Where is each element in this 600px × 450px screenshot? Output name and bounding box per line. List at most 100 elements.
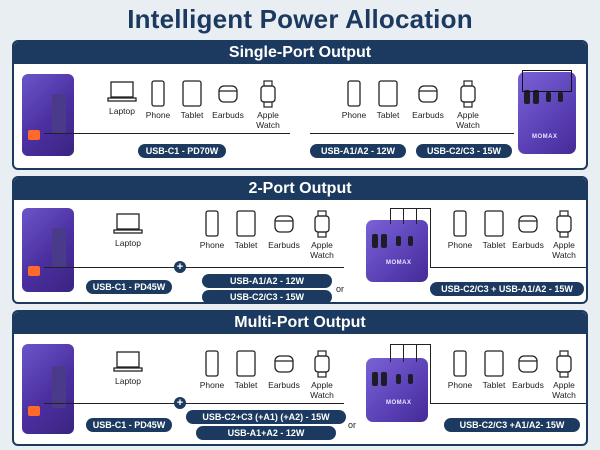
tablet-icon [182,80,202,107]
connector-line [390,344,392,362]
device-earbuds: Earbuds [262,350,306,390]
pill-usb-c1: USB-C1 - PD45W [86,418,172,432]
connector-line [430,267,586,269]
usb-a1-port [372,234,378,248]
device-apple-watch: Apple Watch [542,350,586,400]
usb-c1-port [28,406,40,416]
usb-c3-port [558,92,563,102]
device-laptop: Laptop [106,350,150,386]
usb-a1-port [372,372,378,386]
pill-usb-c2c3: USB-C2/C3 - 15W [202,290,332,302]
travel-adapter-image: MOMAX [518,72,576,154]
connector-line [390,208,430,210]
tablet-icon [484,350,504,377]
two-port-heading: 2-Port Output [14,178,586,200]
pill-usb-a: USB-A1/A2 - 12W [202,274,332,288]
usb-c1-port [28,130,40,140]
pill-combined: USB-C2/C3 + USB-A1/A2 - 15W [430,282,584,296]
device-apple-watch: Apple Watch [300,350,344,400]
watch-icon [314,350,330,378]
multi-port-panel: Multi-Port Output Laptop + USB-C1 - PD45… [12,310,588,446]
pill-usb-a1a2: USB-A1+A2 - 12W [196,426,336,440]
earbuds-icon [518,355,538,373]
tablet-icon [484,210,504,237]
watch-icon [556,350,572,378]
device-laptop: Laptop [106,212,150,248]
charger-image [22,344,74,434]
connector-line [44,403,344,405]
phone-icon [205,350,219,377]
device-apple-watch: Apple Watch [446,80,490,130]
earbuds-icon [274,355,294,373]
device-tablet: Tablet [170,80,214,120]
connector-line [416,208,418,224]
device-laptop: Laptop [100,80,144,116]
device-earbuds: Earbuds [262,210,306,250]
phone-icon [151,80,165,107]
single-port-heading: Single-Port Output [14,42,586,64]
device-phone: Phone [332,80,376,120]
device-tablet: Tablet [224,210,268,250]
usb-c2-port [396,236,401,246]
usb-a2-port [381,372,387,386]
phone-icon [347,80,361,107]
earbuds-icon [274,215,294,233]
device-phone: Phone [190,210,234,250]
connector-line [403,344,405,362]
usb-c1-port [28,266,40,276]
pill-usb-c1: USB-C1 - PD70W [138,144,226,158]
pill-usb-c1: USB-C1 - PD45W [86,280,172,294]
tablet-icon [236,350,256,377]
connector-line [44,133,290,135]
two-port-panel: 2-Port Output Laptop + USB-C1 - PD45W Ph… [12,176,588,304]
brand-logo: MOMAX [386,400,412,406]
device-earbuds: Earbuds [406,80,450,120]
tablet-icon [378,80,398,107]
usb-a2-port [533,90,539,104]
charger-label-stripe [52,366,66,408]
device-tablet: Tablet [472,210,516,250]
laptop-icon [113,351,143,372]
laptop-icon [113,213,143,234]
device-phone: Phone [190,350,234,390]
phone-icon [453,210,467,237]
usb-c2-port [396,374,401,384]
or-label: or [336,284,345,294]
pill-usb-c2c3: USB-C2/C3 - 15W [416,144,512,158]
connector-line [310,133,514,135]
usb-c3-port [408,374,413,384]
connector-line [403,208,405,224]
device-apple-watch: Apple Watch [246,80,290,130]
single-port-panel: Single-Port Output Laptop Phone Tablet E… [12,40,588,170]
usb-a2-port [381,234,387,248]
multi-port-heading: Multi-Port Output [14,312,586,334]
connector-line [416,344,418,362]
charger-label-stripe [52,94,66,134]
device-apple-watch: Apple Watch [300,210,344,260]
connector-line [430,344,432,404]
connector-line [430,208,432,268]
travel-adapter-image: MOMAX [366,220,428,282]
earbuds-icon [418,85,438,103]
pill-combined: USB-C2/C3 +A1/A2- 15W [444,418,580,432]
watch-icon [460,80,476,108]
device-tablet: Tablet [366,80,410,120]
device-apple-watch: Apple Watch [542,210,586,260]
device-phone: Phone [438,210,482,250]
travel-adapter-image: MOMAX [366,358,428,422]
phone-icon [205,210,219,237]
plus-icon: + [174,397,186,409]
connector-line [390,344,430,346]
connector-line [44,267,344,269]
earbuds-icon [218,85,238,103]
charger-image [22,208,74,292]
plus-icon: + [174,261,186,273]
device-tablet: Tablet [472,350,516,390]
watch-icon [260,80,276,108]
device-tablet: Tablet [224,350,268,390]
usb-c2-port [546,92,551,102]
brand-logo: MOMAX [532,134,558,140]
charger-label-stripe [52,228,66,268]
usb-a1-port [524,90,530,104]
earbuds-icon [518,215,538,233]
